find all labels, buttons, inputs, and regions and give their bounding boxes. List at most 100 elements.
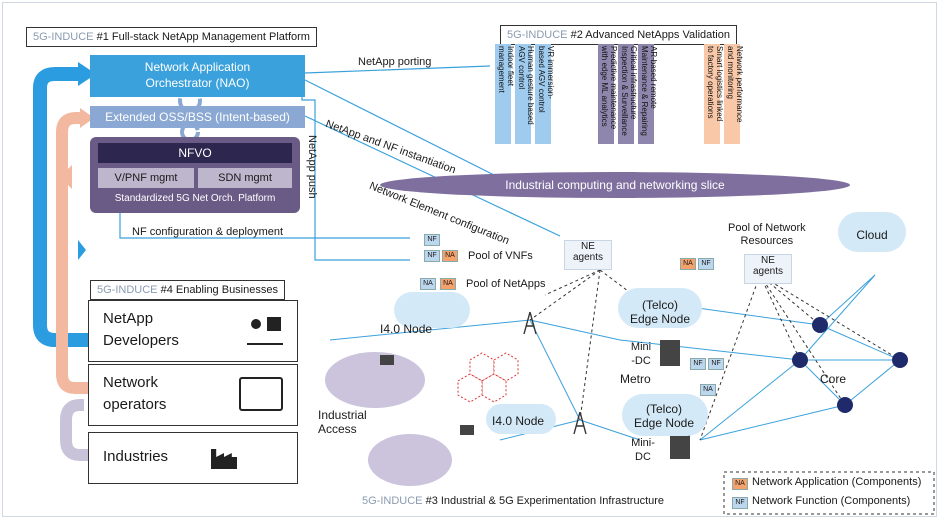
developer-icon (247, 317, 283, 345)
operator-icon (239, 377, 283, 411)
industrial-slice: Industrial computing and networking slic… (380, 172, 850, 198)
na-tag: NA (440, 278, 456, 290)
netapp-label: Indoor fleet management (497, 46, 515, 93)
netapp-label: AR-based remote Maintenance & Repairing (640, 46, 658, 136)
netapp-column: AR-based remote Maintenance & Repairing (638, 44, 658, 144)
nao-box: Network Application Orchestrator (NAO) (90, 55, 305, 97)
operators-arrowhead (80, 108, 94, 128)
netapp-column: VR immersion- based AGV control (535, 44, 555, 144)
netapp-column: Predictive maintenance with edge ML anal… (598, 44, 618, 144)
ne-agents-box: NE agents (564, 240, 612, 270)
stakeholder-line: operators (103, 396, 167, 413)
i40-label: I4.0 Node (492, 414, 545, 428)
edge-cloud (622, 394, 708, 436)
developers-arrowhead-2 (78, 240, 86, 260)
title-infrastructure: 5G-INDUCE #3 Industrial & 5G Experimenta… (356, 492, 671, 510)
developers-loop-arrow (33, 67, 88, 347)
industries-loop-arrow (60, 399, 88, 461)
stakeholder-line: Network (103, 374, 159, 391)
title-businesses: 5G-INDUCE #4 Enabling Businesses (90, 280, 285, 300)
nao-line2: Orchestrator (NAO) (145, 76, 250, 90)
operators-arrowhead-2 (60, 165, 72, 189)
nf-tag: NF (690, 358, 706, 370)
factory-icon (211, 449, 237, 469)
netapp-column: Smart logistics linked to factory operat… (704, 44, 724, 144)
stakeholder-line: NetApp (103, 310, 154, 327)
label-netapp-porting: NetApp porting (358, 56, 432, 68)
pool-resources-label: Pool of Network Resources (728, 222, 806, 248)
netapp-column: Indoor fleet management (495, 44, 515, 144)
mini-line: Mini- (631, 437, 655, 449)
mini-dc-label: Mini- DC (626, 436, 660, 464)
mini-dc-label: Mini -DC (624, 340, 658, 368)
i40-cloud (486, 404, 556, 434)
edge-cloud (618, 288, 702, 328)
nf-tag: NF (424, 250, 440, 262)
label-nf-config: NF configuration & deployment (132, 226, 284, 238)
industrial-site (325, 352, 425, 408)
netapp-label: Critical infrastructure Inspection & Sur… (620, 46, 638, 136)
netapp-label: VR immersion- based AGV control (537, 46, 555, 113)
antenna-icon (523, 311, 537, 335)
vpnf-mgmt-box: V/PNF mgmt (98, 168, 194, 188)
pool-netapps-label: Pool of NetApps (466, 278, 546, 290)
netapp-label: Network performance and monitoring (726, 46, 744, 123)
platform-caption: Standardized 5G Net Orch. Platform (114, 193, 276, 204)
i40-cloud (394, 292, 470, 328)
legend-nf-swatch: NF (732, 497, 748, 509)
stakeholder-line: Developers (103, 332, 179, 349)
pool-resources-line: Resources (740, 235, 794, 247)
ne-line: agents (752, 266, 784, 277)
title-platform: 5G-INDUCE #1 Full-stack NetApp Managemen… (26, 27, 317, 47)
pool-vnf-label: Pool of VNFs (468, 250, 533, 262)
operators-loop-arrow (56, 112, 88, 394)
cloud-label: Cloud (856, 228, 888, 242)
nao-line1: Network Application (144, 60, 251, 74)
core-label: Core (820, 372, 847, 386)
nfvo-box: NFVO (98, 143, 292, 163)
core-node (892, 352, 908, 368)
ne-line: NE (581, 241, 595, 252)
nf-tag: NA (700, 384, 716, 396)
core-node (812, 317, 828, 333)
oss-bss-box: Extended OSS/BSS (Intent-based) (90, 106, 305, 128)
antenna-icon (573, 411, 587, 435)
label-netapp-push: NetApp push (306, 135, 318, 199)
core-node (837, 397, 853, 413)
netapp-instantiation-arrow (304, 79, 501, 179)
metro-label: Metro (620, 372, 651, 386)
nf-config-arrow (119, 213, 410, 239)
na-tag: NA (680, 258, 696, 270)
legend-nf-text: Network Function (Components) (752, 495, 911, 507)
title-validation: 5G-INDUCE #2 Advanced NetApps Validation (500, 25, 737, 45)
nf-tag: NA (420, 278, 436, 290)
mini-line: DC (635, 451, 651, 463)
edge-line: (Telco) (641, 298, 678, 312)
i40-label: I4.0 Node (380, 322, 433, 336)
access-line: Access (318, 422, 357, 436)
industrial-access-label: Industrial Access (318, 408, 367, 436)
stakeholder-industries: Industries (88, 432, 298, 484)
netapp-column: Critical infrastructure Inspection & Sur… (618, 44, 638, 144)
access-line: Industrial (318, 408, 367, 422)
legend-na-text: Network Application (Components) (752, 476, 922, 488)
sdn-mgmt-box: SDN mgmt (198, 168, 292, 188)
na-tag: NA (442, 250, 458, 262)
core-node (792, 352, 808, 368)
stakeholder-line: Industries (103, 448, 169, 465)
industrial-site (368, 434, 452, 486)
pool-resources-line: Pool of Network (728, 222, 806, 234)
ne-agents-box-2: NE agents (744, 254, 792, 284)
legend-border (723, 471, 935, 515)
edge-line: (Telco) (645, 402, 682, 416)
orchestration-platform: NFVO V/PNF mgmt SDN mgmt Standardized 5G… (90, 137, 300, 213)
edge-line: Edge Node (633, 416, 695, 430)
netapp-column: Human gesture based AGV control (515, 44, 535, 144)
stakeholder-developers: NetApp Developers (88, 300, 298, 362)
cloud-shape (838, 212, 906, 252)
developers-arrowhead (78, 62, 96, 86)
ne-line: agents (572, 252, 604, 263)
legend-na-swatch: NA (732, 478, 748, 490)
